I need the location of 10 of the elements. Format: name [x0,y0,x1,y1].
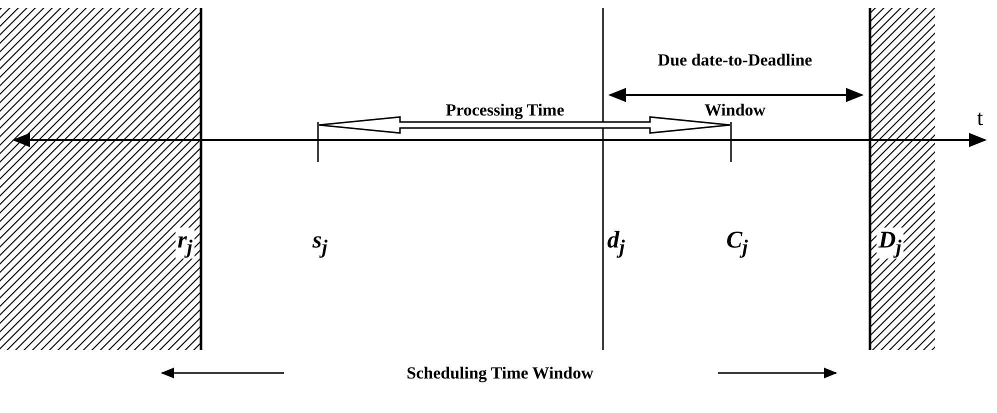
time-point-label: s$_{j}$ [312,228,328,258]
window-label: Scheduling Time Window [406,364,594,382]
span-label: Processing Time [446,102,564,118]
time-point-label: d$_{j}$ [607,228,625,258]
window-label: Due date-to-Deadline [658,52,812,68]
time-point-label: C$_{j}$ [726,228,748,258]
time-point-label: r$_{j}$ [176,228,194,258]
window-label: Window [704,102,766,118]
axis-label: t [976,107,984,129]
time-point-label: D$_{j}$ [876,228,904,258]
